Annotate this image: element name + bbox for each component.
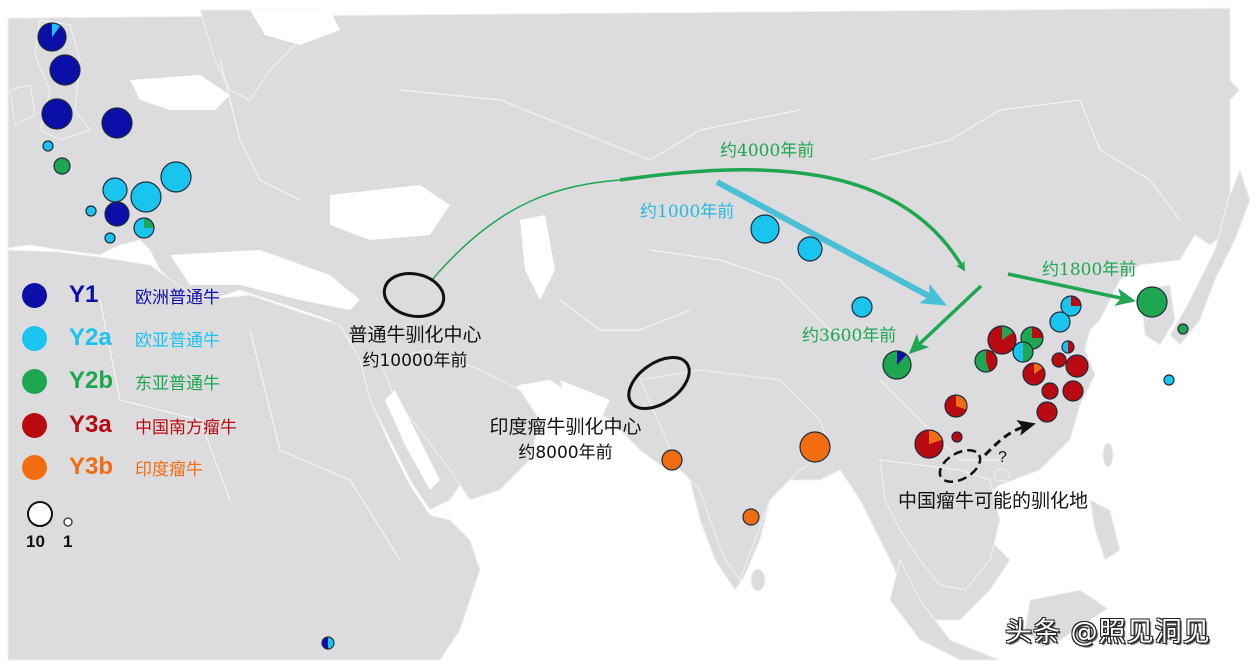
haplogroup-pie-marker [1177, 323, 1189, 335]
legend-code: Y1 [69, 281, 99, 308]
legend-code: Y3b [69, 453, 114, 480]
arrow-label-3600: 约3600年前 [802, 326, 897, 346]
legend-item-y1: Y1 欧洲普通牛 [22, 280, 220, 310]
haplogroup-pie-marker [1163, 374, 1175, 386]
legend-name: 中国南方瘤牛 [135, 417, 237, 438]
legend-swatch-icon [22, 368, 47, 394]
haplogroup-pie-marker [49, 54, 81, 86]
haplogroup-pie-marker [742, 508, 760, 526]
haplogroup-pie-marker [797, 236, 823, 262]
haplogroup-pie-marker [661, 449, 683, 471]
arrow-label-1800: 约1800年前 [1042, 260, 1137, 280]
haplogroup-pie-marker [1051, 352, 1067, 368]
haplogroup-pie-marker [1060, 295, 1082, 317]
watermark: 头条 @照见洞见 [1005, 617, 1211, 648]
legend-name: 印度瘤牛 [135, 459, 203, 480]
haplogroup-pie-marker [85, 205, 97, 217]
taurine-center-label: 普通牛驯化中心 约10000年前 [340, 322, 490, 374]
size-scale-large-circle [27, 501, 53, 527]
haplogroup-pie-marker [321, 636, 335, 650]
haplogroup-pie-marker [53, 157, 71, 175]
sea-layer [130, 8, 1257, 664]
arrow-label-1000: 约1000年前 [640, 202, 735, 222]
haplogroup-pie-marker [160, 161, 192, 193]
legend-name: 东亚普通牛 [135, 373, 220, 394]
size-scale-small-label: 1 [63, 532, 73, 551]
arrow-3600-years [908, 284, 983, 355]
legend-code: Y2a [69, 324, 112, 351]
haplogroup-pie-marker [1136, 286, 1168, 318]
haplogroup-pie-marker [1041, 382, 1059, 400]
haplogroup-pie-marker [102, 177, 128, 203]
haplogroup-pie-marker [951, 431, 963, 443]
haplogroup-pie-marker [851, 296, 873, 318]
haplogroup-pie-marker [1022, 362, 1046, 386]
haplogroup-pie-marker [130, 181, 162, 213]
arrow-china-zebu-dispersal [983, 420, 1036, 457]
legend-item-y2a: Y2a 欧亚普通牛 [22, 323, 220, 353]
haplogroup-pie-marker [104, 201, 130, 227]
haplogroup-pie-markers [37, 22, 1189, 650]
arrow-label-4000: 约4000年前 [720, 141, 815, 161]
arrow-1800-years [1007, 272, 1136, 306]
size-scale-small-circle [63, 517, 73, 527]
haplogroup-pie-marker [104, 232, 116, 244]
haplogroup-pie-marker [1062, 380, 1084, 402]
haplogroup-pie-marker [133, 217, 155, 239]
haplogroup-pie-marker [944, 394, 968, 418]
haplogroup-pie-marker [987, 325, 1017, 355]
country-borders [99, 59, 1181, 561]
zebu-center-title: 印度瘤牛驯化中心 [489, 416, 642, 438]
taurine-center-date: 约10000年前 [362, 351, 468, 371]
legend-item-y3a: Y3a 中国南方瘤牛 [22, 410, 237, 440]
zebu-domestication-ellipse [627, 356, 691, 410]
haplogroup-pie-marker [1036, 401, 1058, 423]
haplogroup-pie-marker [41, 98, 73, 130]
haplogroup-pie-marker [974, 349, 998, 373]
haplogroup-pie-marker [882, 350, 912, 380]
legend-code: Y2b [69, 367, 114, 394]
question-mark: ? [998, 449, 1007, 466]
haplogroup-pie-marker [37, 22, 67, 52]
haplogroup-pie-marker [101, 107, 133, 139]
legend-swatch-icon [22, 282, 47, 308]
arrow-taurine-east-thin [431, 179, 621, 281]
haplogroup-pie-marker [1049, 311, 1071, 333]
zebu-center-date: 约8000年前 [518, 443, 613, 463]
zebu-center-label: 印度瘤牛驯化中心 约8000年前 [478, 414, 653, 466]
legend-swatch-icon [22, 325, 47, 351]
legend-item-y2b: Y2b 东亚普通牛 [22, 366, 220, 396]
taurine-domestication-ellipse [382, 272, 446, 318]
arrow-1000-years [715, 179, 948, 306]
legend-name: 欧洲普通牛 [135, 287, 220, 308]
arrow-4000-years [619, 168, 966, 272]
haplogroup-pie-marker [750, 214, 780, 244]
haplogroup-pie-marker [1012, 341, 1034, 363]
land-layer [7, 7, 1251, 661]
legend-name: 欧亚普通牛 [135, 330, 220, 351]
taurine-center-title: 普通牛驯化中心 [348, 324, 482, 346]
legend-swatch-icon [22, 412, 47, 438]
size-scale-large-label: 10 [26, 532, 45, 551]
haplogroup-pie-marker [914, 429, 944, 459]
legend-code: Y3a [69, 411, 112, 438]
haplogroup-pie-marker [799, 431, 831, 463]
china-zebu-origin-ellipse [938, 449, 982, 483]
haplogroup-pie-marker [42, 140, 54, 152]
china-zebu-origin-label: 中国瘤牛可能的驯化地 [898, 490, 1089, 512]
haplogroup-pie-marker [1065, 354, 1089, 378]
haplogroup-pie-marker [1061, 340, 1075, 354]
legend-swatch-icon [22, 454, 47, 480]
legend-item-y3b: Y3b 印度瘤牛 [22, 452, 203, 482]
